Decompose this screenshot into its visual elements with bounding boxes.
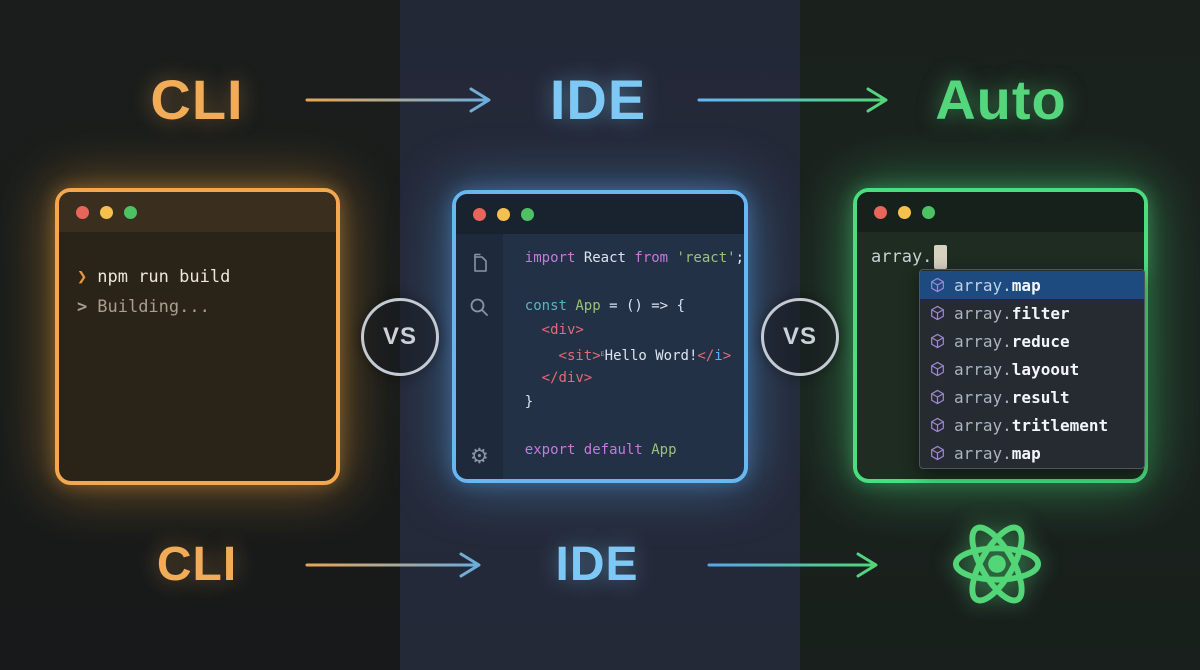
heading-auto-top: Auto [935, 68, 1067, 131]
terminal-output[interactable]: ❯ npm run build > Building... [59, 232, 336, 322]
suggestion-item[interactable]: array.filter [920, 299, 1144, 327]
prompt-icon: ❯ [77, 267, 88, 287]
suggestion-method: tritlement [1011, 415, 1109, 435]
code-line: <sit>ᴇHello Word!</i> [558, 348, 732, 364]
suggestion-prefix: array. [954, 331, 1012, 351]
terminal-text: npm run build [97, 267, 231, 287]
suggestion-item[interactable]: array.reduce [920, 327, 1144, 355]
typed-text: array. [871, 247, 933, 267]
search-icon[interactable] [468, 296, 490, 323]
suggestion-item[interactable]: array.tritlement [920, 411, 1144, 439]
arrow-ide-to-react-bottom [707, 552, 878, 578]
zoom-button[interactable] [922, 205, 935, 219]
react-logo-icon [952, 524, 1042, 604]
suggestion-prefix: array. [954, 359, 1012, 379]
code-line [525, 270, 744, 294]
method-cube-icon [930, 417, 945, 433]
suggestion-item[interactable]: array.result [920, 383, 1144, 411]
minimize-button[interactable] [497, 207, 510, 221]
heading-ide-bottom: IDE [555, 538, 639, 591]
close-button[interactable] [76, 205, 89, 219]
suggestion-prefix: array. [954, 387, 1012, 407]
terminal-line: > Building... [77, 292, 336, 322]
settings-gear-icon[interactable]: ⚙ [469, 445, 489, 468]
terminal-text: Building... [97, 297, 210, 317]
code-line [525, 414, 744, 438]
suggestion-method: reduce [1011, 331, 1070, 351]
code-editor[interactable]: import React from 'react'; const App = ()… [503, 234, 744, 479]
zoom-button[interactable] [124, 205, 137, 219]
code-line: } [524, 394, 534, 410]
suggestion-method: result [1011, 387, 1070, 407]
traffic-lights [59, 192, 336, 232]
vs-badge-right: VS [761, 298, 839, 376]
arrow-cli-to-ide-bottom [305, 552, 481, 578]
heading-ide-top: IDE [549, 68, 647, 131]
ide-window: ⚙ import React from 'react'; const App = … [452, 190, 748, 483]
code-line: </div> [541, 370, 593, 386]
traffic-lights [857, 192, 1144, 232]
code-line: export default App [524, 442, 677, 458]
traffic-lights [456, 194, 744, 234]
minimize-button[interactable] [100, 205, 113, 219]
method-cube-icon [930, 277, 945, 293]
suggestion-item[interactable]: array.map [920, 271, 1144, 299]
code-line: import React from 'react'; [524, 250, 744, 266]
text-cursor [934, 245, 948, 269]
terminal-window: ❯ npm run build > Building... [55, 188, 340, 485]
suggestion-item[interactable]: array.map [920, 439, 1144, 467]
close-button[interactable] [473, 207, 486, 221]
suggestion-method: layoout [1011, 359, 1080, 379]
arrow-ide-to-auto-top [697, 87, 888, 113]
suggestion-prefix: array. [954, 303, 1012, 323]
typed-code-line[interactable]: array. [871, 245, 948, 269]
heading-cli-bottom: CLI [156, 538, 238, 591]
suggestion-item[interactable]: array.layoout [920, 355, 1144, 383]
close-button[interactable] [874, 205, 887, 219]
code-line: const App = () => { [524, 298, 685, 314]
suggestion-method: map [1011, 443, 1041, 463]
heading-cli-top: CLI [150, 68, 244, 131]
zoom-button[interactable] [521, 207, 534, 221]
suggestion-prefix: array. [954, 415, 1012, 435]
method-cube-icon [930, 333, 945, 349]
vs-badge-left: VS [361, 298, 439, 376]
suggestion-prefix: array. [954, 443, 1012, 463]
method-cube-icon [930, 389, 945, 405]
suggestion-method: map [1011, 275, 1041, 295]
method-cube-icon [930, 445, 945, 461]
minimize-button[interactable] [898, 205, 911, 219]
code-line: <div> [541, 322, 584, 338]
suggestion-prefix: array. [954, 275, 1012, 295]
arrow-cli-to-ide-top [305, 87, 491, 113]
suggestion-method: filter [1011, 303, 1070, 323]
files-icon[interactable] [468, 252, 490, 281]
method-cube-icon [930, 305, 945, 321]
method-cube-icon [930, 361, 945, 377]
prompt-icon: > [77, 297, 88, 317]
terminal-line: ❯ npm run build [77, 262, 336, 292]
ide-sidebar: ⚙ [456, 234, 503, 479]
